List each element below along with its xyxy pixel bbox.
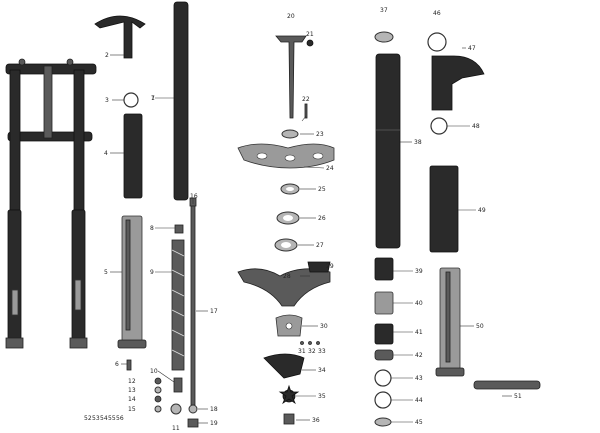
part-label-19: 19 — [210, 420, 218, 427]
part-label-11: 11 — [172, 425, 180, 432]
part-label-21: 21 — [306, 31, 314, 38]
part-label-33: 33 — [318, 348, 326, 355]
part-label-7: 7 — [151, 95, 155, 102]
part-label-54: 54 — [100, 415, 108, 422]
part-label-26: 26 — [318, 215, 326, 222]
part-label-45: 45 — [415, 419, 423, 426]
part-label-53: 53 — [92, 415, 100, 422]
part-label-31: 31 — [298, 348, 306, 355]
part-label-23: 23 — [316, 131, 324, 138]
part-label-30: 30 — [320, 323, 328, 330]
part-label-35: 35 — [318, 393, 326, 400]
part-label-38: 38 — [414, 139, 422, 146]
middle-left-parts — [94, 1, 199, 428]
part-label-39: 39 — [415, 268, 423, 275]
part-label-16: 16 — [190, 193, 198, 200]
part-label-14: 14 — [128, 396, 136, 403]
part-label-51: 51 — [514, 393, 522, 400]
part-label-1: 1 — [151, 95, 155, 102]
part-label-3: 3 — [105, 97, 109, 104]
part-label-55: 55 — [108, 415, 116, 422]
part-label-27: 27 — [316, 242, 324, 249]
part-label-32: 32 — [308, 348, 316, 355]
part-label-12: 12 — [128, 378, 136, 385]
part-label-15: 15 — [128, 406, 136, 413]
part-label-48: 48 — [472, 123, 480, 130]
part-label-25: 25 — [318, 186, 326, 193]
part-label-50: 50 — [476, 323, 484, 330]
part-label-52: 52 — [84, 415, 92, 422]
right-parts — [374, 31, 541, 427]
part-label-20: 20 — [287, 13, 295, 20]
part-label-42: 42 — [415, 352, 423, 359]
part-label-5: 5 — [104, 269, 108, 276]
part-label-6: 6 — [115, 361, 119, 368]
part-label-17: 17 — [210, 308, 218, 315]
assembled-fork-illustration — [5, 58, 97, 349]
part-label-13: 13 — [128, 387, 136, 394]
part-label-49: 49 — [478, 207, 486, 214]
part-label-28: 28 — [283, 273, 291, 280]
part-label-2: 2 — [105, 52, 109, 59]
part-label-36: 36 — [312, 417, 320, 424]
part-label-37: 37 — [380, 7, 388, 14]
part-label-41: 41 — [415, 329, 423, 336]
part-label-4: 4 — [104, 150, 108, 157]
part-label-24: 24 — [326, 165, 334, 172]
part-label-46: 46 — [433, 10, 441, 17]
part-label-10: 10 — [150, 368, 158, 375]
part-label-29: 29 — [326, 263, 334, 270]
part-label-43: 43 — [415, 375, 423, 382]
leader-lines — [110, 47, 512, 424]
part-label-22: 22 — [302, 96, 310, 103]
part-label-56: 56 — [116, 415, 124, 422]
part-label-8: 8 — [150, 225, 154, 232]
part-label-18: 18 — [210, 406, 218, 413]
part-label-34: 34 — [318, 367, 326, 374]
part-label-47: 47 — [468, 45, 476, 52]
part-number-labels: 1 2 3 4 5 6 7 8 9 10 11 12 13 14 15 16 1… — [84, 7, 522, 432]
part-label-44: 44 — [415, 397, 423, 404]
part-label-40: 40 — [415, 300, 423, 307]
part-label-9: 9 — [150, 269, 154, 276]
center-parts — [237, 35, 335, 425]
